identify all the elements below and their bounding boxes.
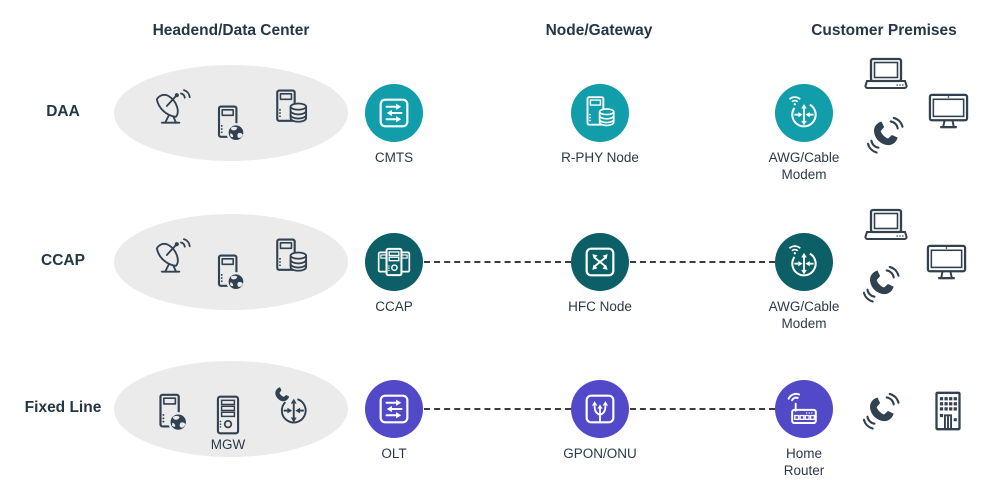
node-gpon-onu-label: GPON/ONU [563,446,637,461]
node-ccap [365,233,423,291]
node-hfc [571,233,629,291]
satellite-dish-icon [151,86,191,126]
crossover-switch-icon [580,242,620,282]
mgw-label: MGW [210,437,246,452]
node-gpon-onu [571,380,629,438]
phone-router-icon [269,384,313,428]
node-cmts-label: CMTS [374,150,414,165]
node-hfc-label: HFC Node [568,299,632,314]
home-router-icon [783,388,825,430]
connector-ccap-hfc [424,261,571,263]
row-label-daa: DAA [46,103,80,120]
node-rphy-label: R-PHY Node [561,150,639,165]
node-cmts [365,84,423,142]
row-label-fixed-line: Fixed Line [24,399,102,416]
server-database-icon [580,93,620,133]
phone-icon [864,114,906,156]
splitter-icon [580,389,620,429]
connector-olt-gpon [424,408,571,410]
laptop-icon [860,207,912,247]
column-header-node-gateway: Node/Gateway [545,22,653,39]
server-database-icon [269,235,313,279]
headend-group-ellipse [114,65,348,161]
phone-icon [860,390,902,432]
switch-icon [374,93,414,133]
node-rphy [571,84,629,142]
switch-icon [374,389,414,429]
satellite-dish-icon [151,235,191,275]
node-awg-cable-modem [775,233,833,291]
node-ccap-label: CCAP [375,299,413,314]
node-awg-cable-modem [775,84,833,142]
headend-group-ellipse [114,361,348,457]
wireless-router-icon [784,242,824,282]
node-olt [365,380,423,438]
server-globe-icon [208,102,252,146]
server-globe-icon [149,390,195,436]
ccap-chassis-icon [373,241,415,283]
desktop-monitor-icon [923,241,970,284]
desktop-monitor-icon [925,90,972,133]
headend-group-ellipse [114,214,348,310]
server-database-icon [269,86,313,130]
node-olt-label: OLT [381,446,407,461]
laptop-icon [860,56,912,96]
column-header-headend: Headend/Data Center [152,22,310,39]
phone-icon [860,263,902,305]
server-globe-icon [208,251,252,295]
media-gateway-server-icon [206,393,250,437]
building-icon [925,388,971,434]
node-home-router [775,380,833,438]
column-header-customer-premises: Customer Premises [811,22,957,39]
row-label-ccap: CCAP [41,252,85,269]
connector-gpon-home-router [630,408,775,410]
wireless-router-icon [784,93,824,133]
connector-hfc-awg [630,261,775,263]
